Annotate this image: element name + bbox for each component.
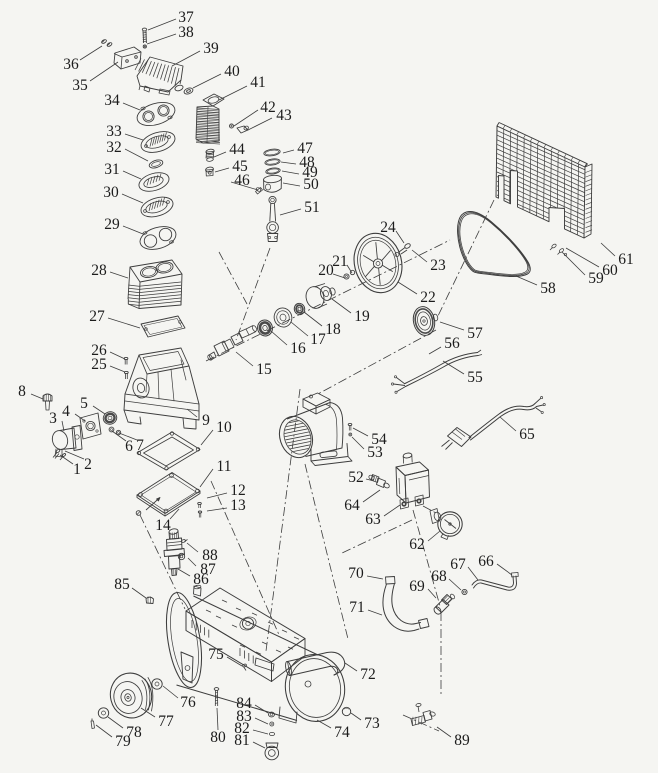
svg-text:60: 60 <box>602 262 618 279</box>
svg-text:69: 69 <box>409 578 425 595</box>
svg-text:2: 2 <box>84 456 92 473</box>
svg-text:57: 57 <box>467 325 483 342</box>
svg-text:56: 56 <box>444 335 460 352</box>
svg-text:70: 70 <box>348 565 364 582</box>
svg-text:6: 6 <box>125 438 133 455</box>
svg-text:1: 1 <box>73 461 81 478</box>
svg-text:36: 36 <box>63 56 79 73</box>
svg-text:15: 15 <box>256 361 272 378</box>
svg-text:21: 21 <box>332 253 348 270</box>
svg-text:42: 42 <box>260 99 276 116</box>
svg-text:63: 63 <box>365 511 381 528</box>
svg-text:74: 74 <box>334 724 350 741</box>
svg-text:55: 55 <box>467 369 483 386</box>
svg-text:20: 20 <box>318 262 334 279</box>
svg-text:79: 79 <box>115 733 131 750</box>
svg-text:81: 81 <box>234 732 250 749</box>
svg-text:19: 19 <box>354 308 370 325</box>
svg-text:32: 32 <box>106 139 122 156</box>
svg-text:27: 27 <box>89 308 105 325</box>
svg-text:53: 53 <box>367 444 383 461</box>
svg-text:8: 8 <box>18 383 26 400</box>
svg-text:31: 31 <box>104 161 120 178</box>
svg-text:22: 22 <box>420 289 436 306</box>
svg-text:65: 65 <box>519 426 535 443</box>
svg-text:5: 5 <box>80 395 88 412</box>
svg-text:80: 80 <box>210 729 226 746</box>
svg-text:4: 4 <box>62 403 70 420</box>
svg-text:25: 25 <box>91 356 107 373</box>
svg-text:76: 76 <box>180 694 196 711</box>
svg-text:24: 24 <box>380 219 396 236</box>
svg-text:34: 34 <box>104 92 120 109</box>
svg-text:43: 43 <box>276 107 292 124</box>
svg-text:14: 14 <box>155 517 171 534</box>
svg-text:64: 64 <box>344 497 360 514</box>
svg-text:66: 66 <box>478 553 494 570</box>
svg-text:85: 85 <box>114 576 130 593</box>
svg-text:9: 9 <box>202 412 210 429</box>
svg-text:50: 50 <box>303 176 319 193</box>
svg-text:46: 46 <box>234 172 250 189</box>
svg-text:16: 16 <box>290 340 306 357</box>
svg-text:30: 30 <box>103 184 119 201</box>
svg-text:39: 39 <box>203 40 219 57</box>
svg-text:61: 61 <box>618 251 634 268</box>
svg-text:11: 11 <box>217 458 232 475</box>
svg-text:73: 73 <box>364 715 380 732</box>
svg-text:44: 44 <box>229 141 245 158</box>
svg-text:40: 40 <box>224 63 240 80</box>
svg-text:35: 35 <box>72 77 88 94</box>
svg-text:17: 17 <box>310 331 326 348</box>
svg-text:62: 62 <box>409 536 425 553</box>
svg-text:38: 38 <box>178 24 194 41</box>
svg-text:51: 51 <box>304 199 320 216</box>
svg-text:68: 68 <box>431 568 447 585</box>
svg-text:67: 67 <box>450 556 466 573</box>
svg-text:13: 13 <box>230 497 246 514</box>
svg-text:86: 86 <box>193 571 209 588</box>
svg-text:41: 41 <box>250 74 266 91</box>
svg-text:33: 33 <box>106 123 122 140</box>
svg-text:71: 71 <box>349 599 365 616</box>
svg-text:29: 29 <box>104 216 120 233</box>
svg-text:75: 75 <box>208 646 224 663</box>
svg-text:72: 72 <box>360 666 376 683</box>
svg-text:28: 28 <box>91 262 107 279</box>
svg-text:23: 23 <box>430 257 446 274</box>
svg-text:7: 7 <box>136 437 144 454</box>
svg-text:10: 10 <box>216 419 232 436</box>
svg-text:52: 52 <box>348 469 364 486</box>
svg-text:18: 18 <box>325 321 341 338</box>
svg-text:59: 59 <box>588 270 604 287</box>
svg-text:58: 58 <box>540 280 556 297</box>
svg-text:3: 3 <box>49 410 57 427</box>
svg-text:89: 89 <box>454 732 470 749</box>
svg-text:77: 77 <box>158 713 174 730</box>
